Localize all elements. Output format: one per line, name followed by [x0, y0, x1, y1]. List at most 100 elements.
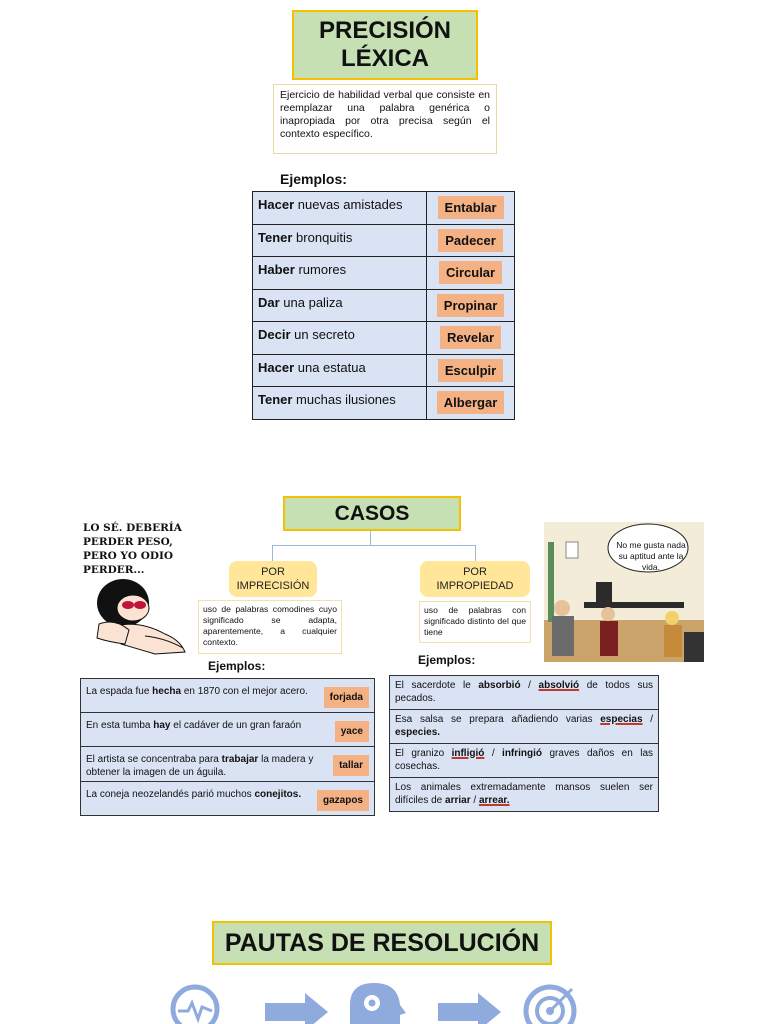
sentence-end: en 1870 con el mejor acero.	[181, 686, 308, 697]
tree-connector	[272, 545, 273, 561]
sentence-end: la madera y obtener la imagen de un águi…	[86, 754, 314, 778]
example-sentence: La coneja neozelandés parió muchos conej…	[80, 781, 375, 816]
table-row: El granizo infligió / infringió graves d…	[389, 743, 659, 778]
imprecision-definition: uso de palabras comodines cuyo significa…	[198, 600, 342, 654]
phrase-rest: muchas ilusiones	[292, 392, 396, 407]
word-option-1: absorbió	[478, 680, 521, 691]
answer-cell: Esculpir	[426, 353, 515, 387]
category-line2: IMPROPIEDAD	[436, 580, 514, 592]
head-gears-icon	[350, 983, 406, 1024]
cartoon-caption: LO SÉ. DEBERÍA PERDER PESO, PERO YO ODIO…	[83, 522, 182, 576]
examples-heading-right: Ejemplos:	[418, 653, 476, 667]
imprecision-examples-table: La espada fue hecha en 1870 con el mejor…	[80, 678, 375, 816]
tree-connector	[272, 545, 476, 546]
answer-badge: Propinar	[436, 293, 505, 317]
cartoon-girl-illustration	[96, 579, 186, 655]
category-imprecision: POR IMPRECISIÓN	[229, 561, 317, 597]
category-impropiedad: POR IMPROPIEDAD	[420, 561, 530, 597]
answer-cell: Albergar	[426, 386, 515, 420]
category-line2: IMPRECISIÓN	[236, 580, 310, 592]
phrase-rest: rumores	[294, 262, 347, 277]
table-row: Tener bronquitis Padecer	[251, 223, 515, 257]
arrow-right-icon	[438, 993, 501, 1024]
example-phrase: Hacer nuevas amistades	[251, 191, 428, 225]
answer-badge: Revelar	[440, 326, 502, 350]
table-row: Esa salsa se prepara añadiendo varias es…	[389, 709, 659, 744]
answer-badge: Albergar	[436, 391, 505, 415]
classroom-comic-illustration	[544, 522, 704, 662]
example-phrase: Hacer una estatua	[251, 353, 428, 387]
definition-box: Ejercicio de habilidad verbal que consis…	[273, 84, 497, 154]
sentence-end: de todos sus pecados.	[395, 680, 653, 704]
answer-badge: forjada	[323, 687, 369, 708]
example-phrase: Tener muchas ilusiones	[251, 386, 428, 420]
sentence-start: Los animales extremadamente mansos suele…	[395, 782, 653, 806]
generic-verb: Tener	[258, 392, 293, 407]
word-option-2: absolvió	[538, 680, 580, 691]
table-row: La espada fue hecha en 1870 con el mejor…	[80, 678, 375, 713]
table-row: En esta tumba hay el cadáver de un gran …	[80, 712, 375, 747]
example-phrase: Dar una paliza	[251, 288, 428, 322]
arrow-right-icon	[265, 993, 328, 1024]
example-sentence: Los animales extremadamente mansos suele…	[389, 777, 659, 812]
word-option-1: infligió	[451, 748, 485, 759]
answer-cell: Entablar	[426, 191, 515, 225]
sentence-start: La coneja neozelandés parió muchos	[86, 789, 255, 800]
example-sentence: El granizo infligió / infringió graves d…	[389, 743, 659, 778]
example-sentence: El sacerdote le absorbió / absolvió de t…	[389, 675, 659, 710]
answer-cell: Circular	[426, 256, 515, 290]
table-row: Dar una paliza Propinar	[251, 288, 515, 322]
pulse-icon	[170, 984, 220, 1024]
answer-badge: Padecer	[438, 228, 503, 252]
generic-verb: Tener	[258, 229, 293, 245]
word-option-2: especies.	[395, 727, 441, 738]
answer-badge: tallar	[333, 755, 369, 776]
impropiedad-examples-table: El sacerdote le absorbió / absolvió de t…	[389, 675, 659, 812]
table-row: El sacerdote le absorbió / absolvió de t…	[389, 675, 659, 710]
example-sentence: Esa salsa se prepara añadiendo varias es…	[389, 709, 659, 744]
separator: /	[520, 680, 539, 691]
answer-cell: Padecer	[426, 223, 515, 257]
example-phrase: Tener bronquitis	[251, 223, 428, 257]
speech-bubble-text: No me gusta nada su aptitud ante la vida…	[616, 540, 686, 572]
example-sentence: El artista se concentraba para trabajar …	[80, 746, 375, 782]
examples-heading-left: Ejemplos:	[208, 659, 266, 673]
casos-title: CASOS	[283, 496, 461, 531]
phrase-rest: una estatua	[294, 359, 366, 375]
example-sentence: En esta tumba hay el cadáver de un gran …	[80, 712, 375, 747]
separator: /	[470, 795, 479, 806]
example-sentence: La espada fue hecha en 1870 con el mejor…	[80, 678, 375, 713]
sentence-start: En esta tumba	[86, 720, 154, 731]
sentence-start: El granizo	[395, 748, 452, 759]
answer-badge: gazapos	[316, 790, 369, 811]
table-row: Hacer una estatua Esculpir	[251, 353, 515, 387]
example-phrase: Decir un secreto	[251, 321, 428, 355]
generic-word: hecha	[152, 686, 182, 697]
pautas-title: PAUTAS DE RESOLUCIÓN	[212, 921, 552, 965]
generic-verb: Hacer	[258, 359, 295, 375]
answer-badge: Esculpir	[437, 358, 504, 382]
answer-badge: Circular	[438, 261, 503, 285]
sentence-start: El sacerdote le	[395, 680, 479, 691]
separator: /	[642, 714, 654, 725]
word-option-2: arrear.	[478, 795, 510, 806]
word-option-1: arriar	[445, 795, 471, 806]
category-line1: POR	[463, 566, 487, 578]
table-row: Tener muchas ilusiones Albergar	[251, 386, 515, 420]
table-row: La coneja neozelandés parió muchos conej…	[80, 781, 375, 816]
sentence-start: La espada fue	[86, 686, 153, 697]
answer-cell: Revelar	[426, 321, 515, 355]
table-row: El artista se concentraba para trabajar …	[80, 746, 375, 782]
examples-heading: Ejemplos:	[280, 171, 347, 187]
sentence-start: El artista se concentraba para	[86, 754, 222, 765]
precision-lexica-title: PRECISIÓN LÉXICA	[292, 10, 478, 80]
generic-verb: Dar	[258, 294, 280, 310]
generic-verb: Hacer	[258, 197, 295, 212]
generic-word: trabajar	[221, 754, 259, 765]
category-line1: POR	[261, 566, 285, 578]
resolution-steps-icons	[170, 983, 577, 1024]
word-option-2: infringió	[502, 748, 543, 759]
generic-word: conejitos.	[254, 789, 302, 800]
